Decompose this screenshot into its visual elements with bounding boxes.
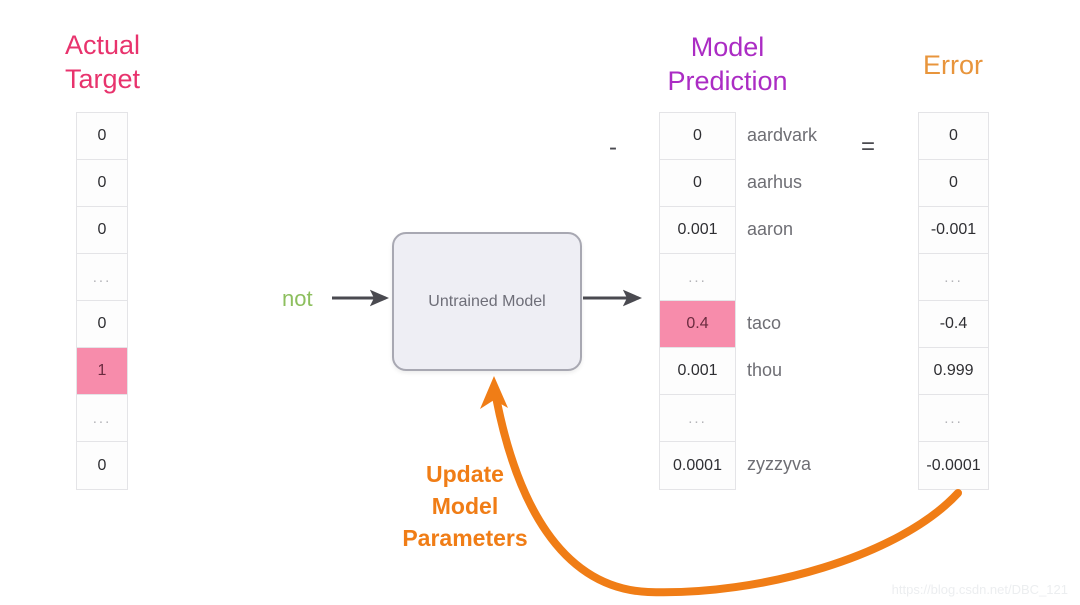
vocabulary-word-labels: aardvark aarhus aaron taco thou zyzzyva — [747, 112, 897, 488]
heading-model-prediction: Model Prediction — [667, 32, 788, 96]
value-cell: ... — [77, 395, 127, 442]
word-label: aarhus — [747, 172, 803, 192]
value-cell: ... — [77, 254, 127, 301]
value-cell: 0 — [660, 160, 735, 207]
value-cell: 0.999 — [919, 348, 988, 395]
watermark: https://blog.csdn.net/DBC_121 — [891, 582, 1068, 597]
update-model-parameters-label: Update Model Parameters — [402, 461, 528, 551]
value-cell: 0 — [77, 113, 127, 160]
minus-operator: - — [609, 134, 617, 161]
arrowhead-update-model-parameters — [480, 376, 508, 409]
value-cell: 0.0001 — [660, 442, 735, 489]
value-cell: -0.0001 — [919, 442, 988, 489]
value-cell: 0 — [919, 113, 988, 160]
input-word-not: not — [282, 286, 313, 311]
value-cell: ... — [919, 395, 988, 442]
value-cell: 1 — [77, 348, 127, 395]
value-cell: 0 — [660, 113, 735, 160]
value-cell: 0 — [919, 160, 988, 207]
word-label-blank — [747, 394, 897, 441]
value-cell: -0.4 — [919, 301, 988, 348]
equals-operator: = — [861, 133, 876, 160]
word-label: aardvark — [747, 125, 818, 145]
word-label: zyzzyva — [747, 454, 812, 474]
value-cell: 0 — [77, 160, 127, 207]
heading-error: Error — [923, 50, 983, 80]
value-cell: ... — [660, 395, 735, 442]
word-label: thou — [747, 360, 783, 380]
word-label: taco — [747, 313, 782, 333]
word-label: aaron — [747, 219, 794, 239]
value-cell: ... — [919, 254, 988, 301]
value-cell: 0.001 — [660, 348, 735, 395]
value-cell: -0.001 — [919, 207, 988, 254]
heading-actual-target: Actual Target — [64, 30, 141, 94]
word-label-blank — [747, 253, 897, 300]
value-cell: 0 — [77, 442, 127, 489]
value-cell: 0 — [77, 207, 127, 254]
value-cell: ... — [660, 254, 735, 301]
value-cell: 0.001 — [660, 207, 735, 254]
untrained-model-label: Untrained Model — [428, 292, 546, 310]
value-cell: 0.4 — [660, 301, 735, 348]
value-cell: 0 — [77, 301, 127, 348]
untrained-model-box[interactable]: Untrained Model — [392, 232, 582, 371]
